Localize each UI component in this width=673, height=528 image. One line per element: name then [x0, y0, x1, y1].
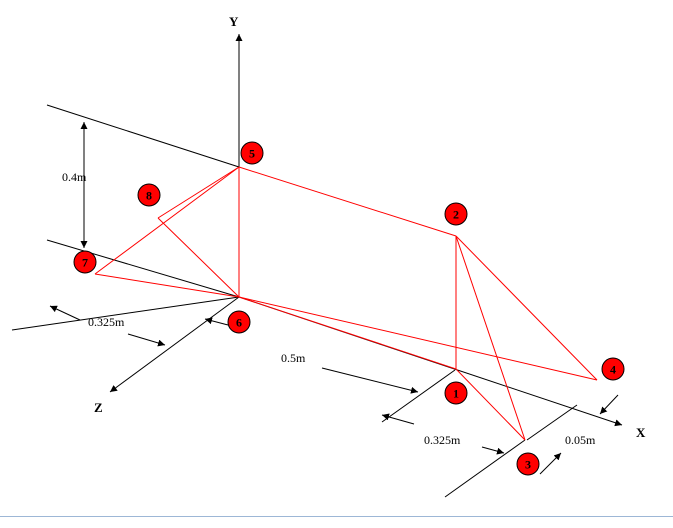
node-5-label: 5 — [249, 147, 255, 161]
bottom-rule — [0, 516, 673, 517]
length-arrow-1 — [204, 317, 229, 326]
node-4: 4 — [601, 357, 625, 381]
node-7: 7 — [73, 250, 97, 274]
member-8-6 — [157, 217, 240, 298]
member-1-3 — [455, 368, 526, 441]
node-3-label: 3 — [525, 458, 531, 472]
x-axis-label: X — [636, 425, 646, 440]
height-dim-label: 0.4m — [62, 170, 87, 184]
depth-left-arrow-2 — [127, 333, 166, 347]
extension-line-right-end — [381, 369, 456, 423]
member-2-3 — [455, 235, 526, 441]
node-4-label: 4 — [610, 363, 616, 377]
length-arrow-2 — [321, 367, 419, 394]
node-8: 8 — [137, 183, 161, 207]
node-1-label: 1 — [453, 387, 459, 401]
depth-right-arrow-1 — [381, 413, 415, 425]
node-6: 6 — [227, 310, 251, 334]
extension-line-node4 — [526, 404, 578, 441]
node-2: 2 — [444, 202, 468, 226]
node-5: 5 — [240, 141, 264, 165]
node-1: 1 — [444, 381, 468, 405]
offset-dim-label: 0.05m — [565, 433, 596, 447]
member-5-2 — [238, 166, 457, 237]
node-3: 3 — [516, 452, 540, 476]
extension-line-node3 — [444, 439, 526, 498]
depth-right-arrow-2 — [481, 446, 505, 455]
member-5-7 — [94, 166, 240, 275]
node-2-label: 2 — [453, 208, 459, 222]
member-2-4 — [455, 235, 598, 381]
member-6-4 — [238, 296, 598, 381]
node-7-label: 7 — [82, 256, 88, 270]
member-7-6 — [94, 273, 240, 298]
depth-left-dim-label: 0.325m — [88, 315, 125, 329]
depth-left-arrow-1 — [49, 305, 81, 321]
reference-line-middle — [46, 239, 240, 298]
offset-arrow-2 — [599, 394, 619, 415]
extension-line-left — [11, 296, 240, 331]
member-6-1 — [238, 296, 457, 370]
depth-right-dim-label: 0.325m — [424, 433, 461, 447]
y-axis-label: Y — [229, 14, 239, 29]
member-5-8 — [157, 166, 240, 219]
node-6-label: 6 — [236, 316, 242, 330]
reference-line-top — [46, 104, 240, 168]
offset-arrow-1 — [539, 452, 562, 475]
z-axis-label: Z — [94, 400, 103, 415]
z-axis-line — [109, 296, 240, 393]
node-8-label: 8 — [146, 189, 152, 203]
length-dim-label: 0.5m — [281, 351, 306, 365]
